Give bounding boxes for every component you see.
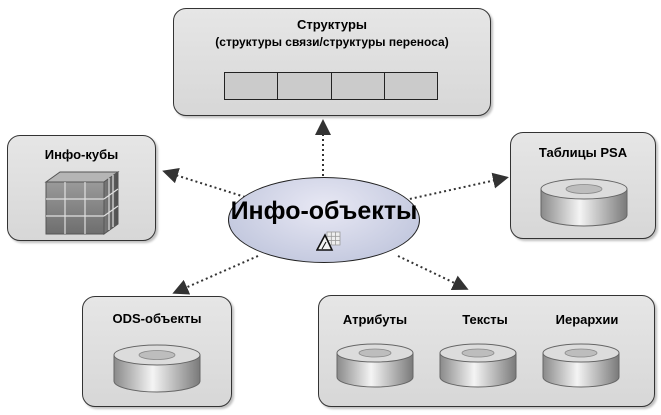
arrow-to-psa: [404, 172, 509, 201]
master-item-label: Тексты: [462, 312, 508, 327]
structure-field: [385, 73, 437, 99]
database-cylinder-icon: [540, 178, 628, 227]
center-label: Инфо-объекты: [230, 197, 418, 225]
structure-field: [225, 73, 279, 99]
arrow-to-master: [397, 255, 469, 291]
master-data-box: Атрибуты Тексты Иерархии: [318, 295, 655, 407]
structure-field: [278, 73, 332, 99]
ods-objects-box: ODS-объекты: [82, 296, 232, 407]
database-cylinder-icon: [336, 343, 414, 388]
structure-field: [332, 73, 385, 99]
database-cylinder-icon: [542, 343, 620, 388]
psa-tables-box: Таблицы PSA: [510, 132, 656, 239]
master-item-label: Иерархии: [555, 312, 619, 327]
structure-fields-bar: [224, 72, 438, 100]
infoobjects-center: Инфо-объекты: [228, 177, 420, 263]
arrow-to-infocubes: [162, 167, 246, 198]
master-item-label: Атрибуты: [342, 312, 408, 327]
database-cylinder-icon: [439, 343, 517, 388]
arrow-to-ods: [172, 255, 259, 295]
structures-box: Структуры (структуры связи/структуры пер…: [173, 8, 491, 116]
database-cylinder-icon: [113, 344, 201, 393]
structures-subtitle: (структуры связи/структуры переноса): [215, 35, 449, 49]
infocubes-box: Инфо-кубы: [7, 135, 156, 241]
infocubes-title: Инфо-кубы: [44, 147, 119, 162]
structures-title: Структуры: [296, 17, 368, 32]
cube-icon: [44, 171, 120, 235]
ods-title: ODS-объекты: [112, 311, 202, 326]
infoobject-triangle-grid-icon: [316, 231, 341, 251]
psa-title: Таблицы PSA: [538, 145, 628, 160]
